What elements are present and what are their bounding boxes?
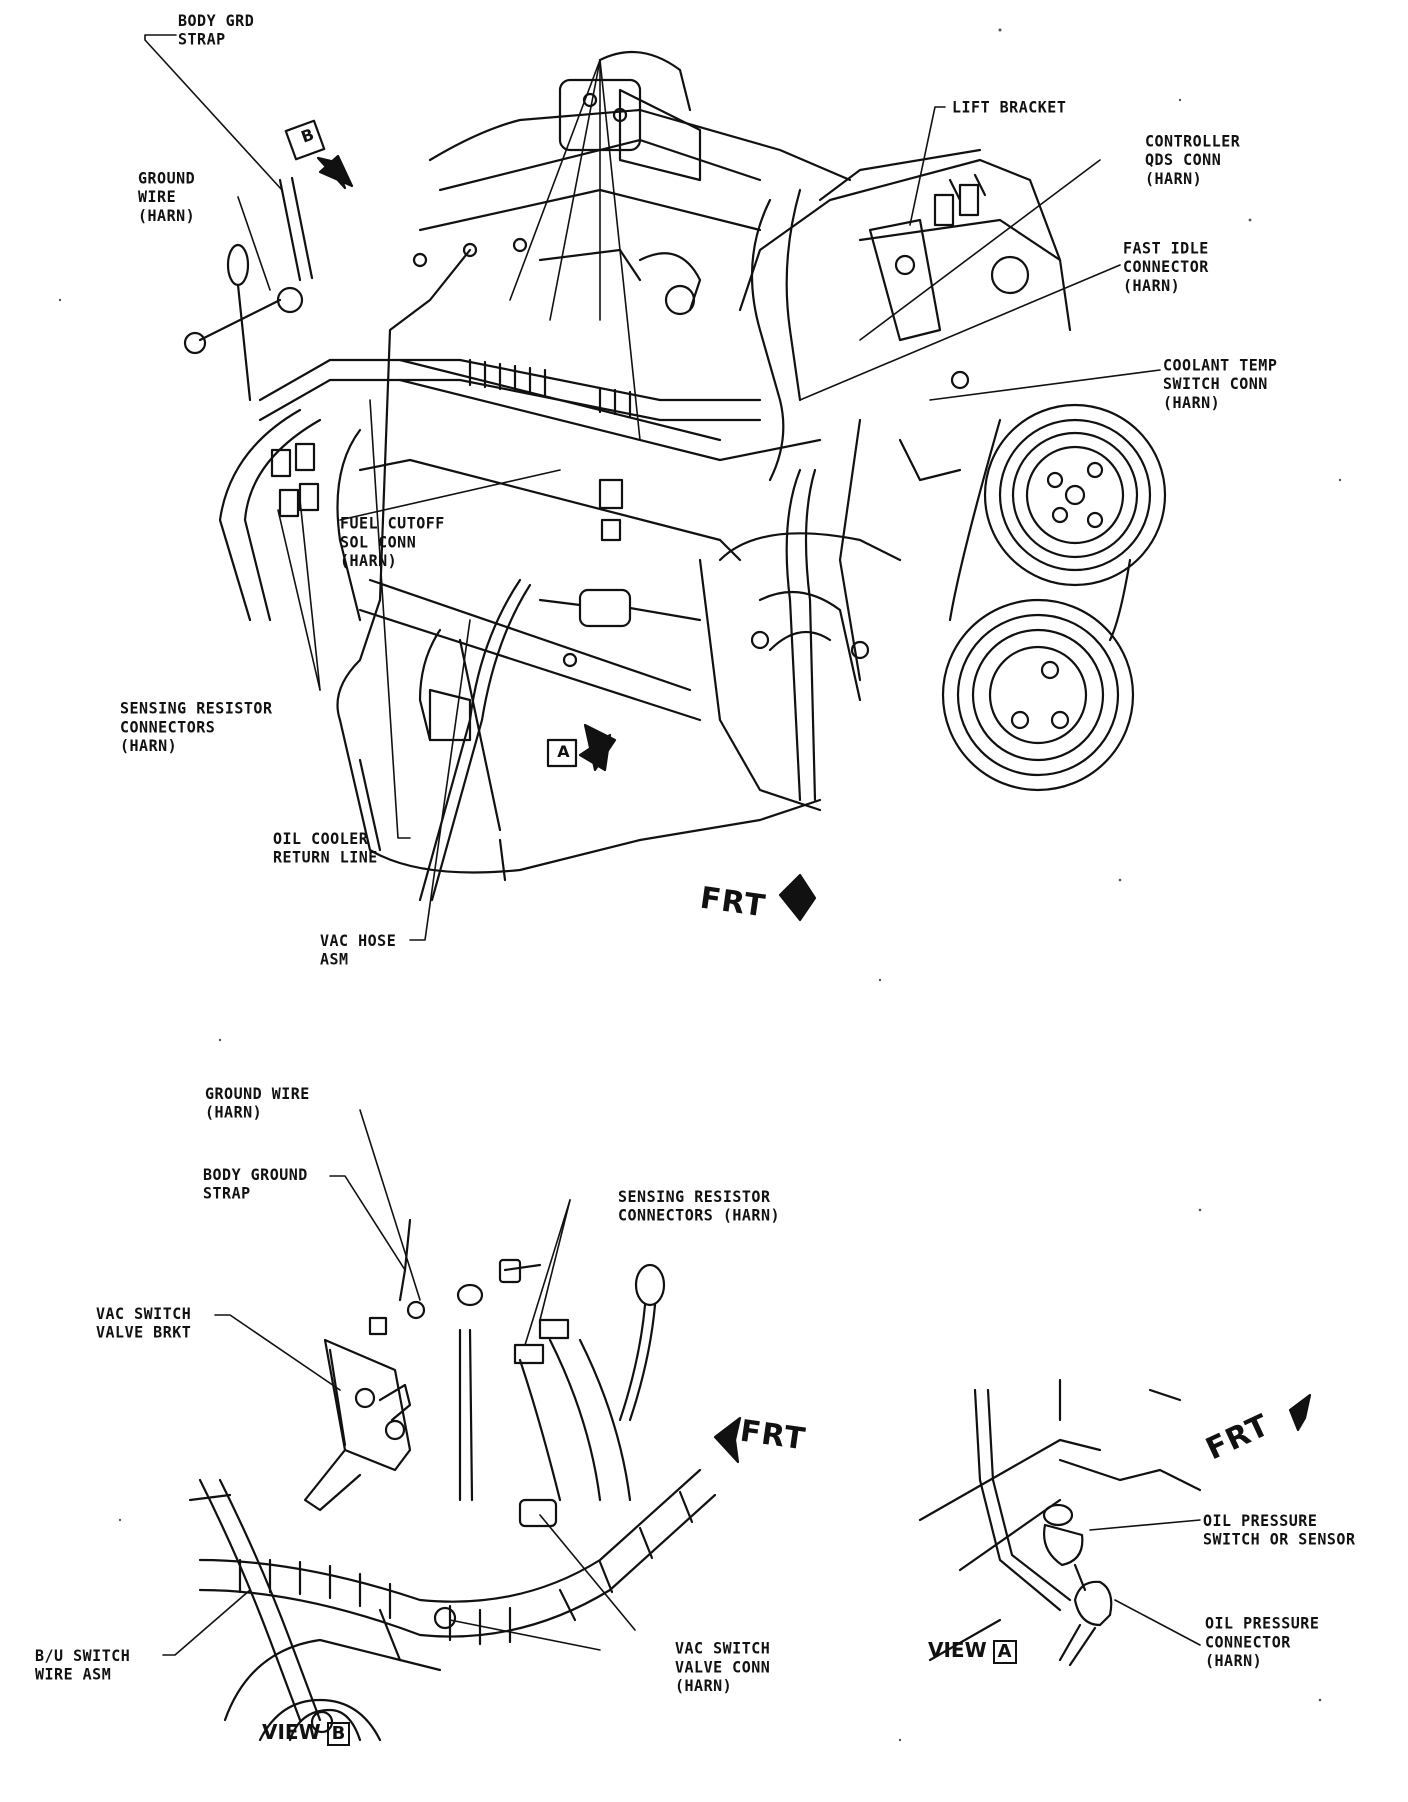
label-line: CONNECTORS (120, 717, 216, 737)
label-line: B/U SWITCH (35, 1646, 131, 1665)
label-view-b-bu-switch-wire: B/U SWITCH WIRE ASM (35, 1646, 130, 1684)
label-line: STRAP (178, 30, 226, 49)
label-body-grd-strap: BODY GRD STRAP (178, 11, 254, 49)
label-view-b-vac-switch-conn: VAC SWITCH VALVE CONN (HARN) (675, 1639, 770, 1696)
engine-block-illustration (183, 50, 1167, 902)
label-line: VALVE BRKT (96, 1323, 192, 1342)
label-line: FAST IDLE (1123, 238, 1209, 258)
label-vac-hose-asm: VAC HOSE ASM (320, 931, 396, 969)
view-a-illustration (918, 1378, 1202, 1667)
label-view-b-body-ground-strap: BODY GROUND STRAP (203, 1165, 308, 1203)
label-line: (HARN) (1123, 276, 1181, 296)
label-line: (HARN) (1205, 1651, 1263, 1671)
frt-arrow-view-b (713, 1416, 742, 1464)
view-b-illustration (188, 1218, 717, 1742)
label-line: FUEL CUTOFF (340, 513, 445, 533)
label-line: CONNECTORS (HARN) (618, 1206, 781, 1225)
callout-a-letter: A (557, 742, 571, 761)
label-line: (HARN) (340, 551, 398, 571)
view-word: VIEW (262, 1720, 321, 1744)
label-line: (HARN) (1145, 169, 1203, 189)
label-ground-wire: GROUND WIRE (HARN) (138, 169, 195, 226)
label-line: OIL PRESSURE (1203, 1511, 1318, 1530)
label-line: (HARN) (120, 736, 178, 756)
label-view-b-sensing-resistor: SENSING RESISTOR CONNECTORS (HARN) (618, 1187, 780, 1225)
label-line: (HARN) (675, 1676, 733, 1696)
label-view-b-vac-switch-brkt: VAC SWITCH VALVE BRKT (96, 1304, 191, 1342)
label-line: VAC SWITCH (675, 1638, 771, 1658)
label-line: GROUND WIRE (205, 1084, 310, 1103)
label-line: VAC HOSE (320, 931, 397, 950)
label-coolant-temp-switch-conn: COOLANT TEMP SWITCH CONN (HARN) (1163, 356, 1277, 413)
label-line: ASM (320, 950, 349, 969)
label-line: COOLANT TEMP (1163, 355, 1278, 375)
label-line: SWITCH CONN (1163, 374, 1268, 394)
frt-arrow-main (778, 873, 817, 922)
label-line: QDS CONN (1145, 150, 1222, 170)
label-fast-idle-connector: FAST IDLE CONNECTOR (HARN) (1123, 239, 1209, 296)
label-line: CONTROLLER (1145, 131, 1241, 151)
callout-b-arrow (284, 119, 354, 190)
label-line: SOL CONN (340, 532, 417, 552)
label-view-a-oil-pressure-switch: OIL PRESSURE SWITCH OR SENSOR (1203, 1511, 1356, 1549)
label-line: WIRE (138, 187, 177, 207)
label-controller-qds-conn: CONTROLLER QDS CONN (HARN) (1145, 132, 1240, 189)
label-lift-bracket: LIFT BRACKET (952, 98, 1066, 117)
view-letter-box: A (992, 1640, 1017, 1664)
view-b-leader-lines (162, 1109, 636, 1656)
view-a-leader-lines (1089, 1519, 1201, 1646)
label-view-b-ground-wire: GROUND WIRE (HARN) (205, 1084, 310, 1122)
label-line: OIL COOLER (273, 829, 369, 848)
label-line: SENSING RESISTOR (120, 698, 273, 718)
label-fuel-cutoff-sol-conn: FUEL CUTOFF SOL CONN (HARN) (340, 514, 445, 571)
label-line: BODY GRD (178, 11, 255, 30)
label-line: VAC SWITCH (96, 1304, 192, 1323)
label-sensing-resistor-connectors: SENSING RESISTOR CONNECTORS (HARN) (120, 699, 273, 756)
label-view-a-oil-pressure-connector: OIL PRESSURE CONNECTOR (HARN) (1205, 1614, 1319, 1671)
view-letter-box: B (326, 1722, 351, 1746)
label-line: WIRE ASM (35, 1665, 112, 1684)
label-line: GROUND (138, 168, 196, 188)
view-word: VIEW (928, 1638, 987, 1662)
label-line: (HARN) (1163, 393, 1221, 413)
label-line: STRAP (203, 1184, 251, 1203)
label-line: RETURN LINE (273, 848, 378, 867)
label-line: BODY GROUND (203, 1165, 308, 1184)
main-view-leader-lines (144, 34, 1161, 941)
label-line: CONNECTOR (1205, 1632, 1291, 1652)
label-line: SWITCH OR SENSOR (1203, 1530, 1356, 1549)
frt-arrow-view-a (1288, 1393, 1312, 1432)
label-line: SENSING RESISTOR (618, 1187, 771, 1206)
label-line: (HARN) (205, 1103, 263, 1122)
label-line: CONNECTOR (1123, 257, 1209, 277)
label-line: VALVE CONN (675, 1657, 771, 1677)
scan-speckle (58, 28, 1342, 1742)
label-line: LIFT BRACKET (952, 97, 1067, 117)
label-line: OIL PRESSURE (1205, 1613, 1320, 1633)
label-oil-cooler-return-line: OIL COOLER RETURN LINE (273, 829, 378, 867)
label-line: (HARN) (138, 206, 196, 226)
callout-a-arrow (546, 723, 617, 772)
